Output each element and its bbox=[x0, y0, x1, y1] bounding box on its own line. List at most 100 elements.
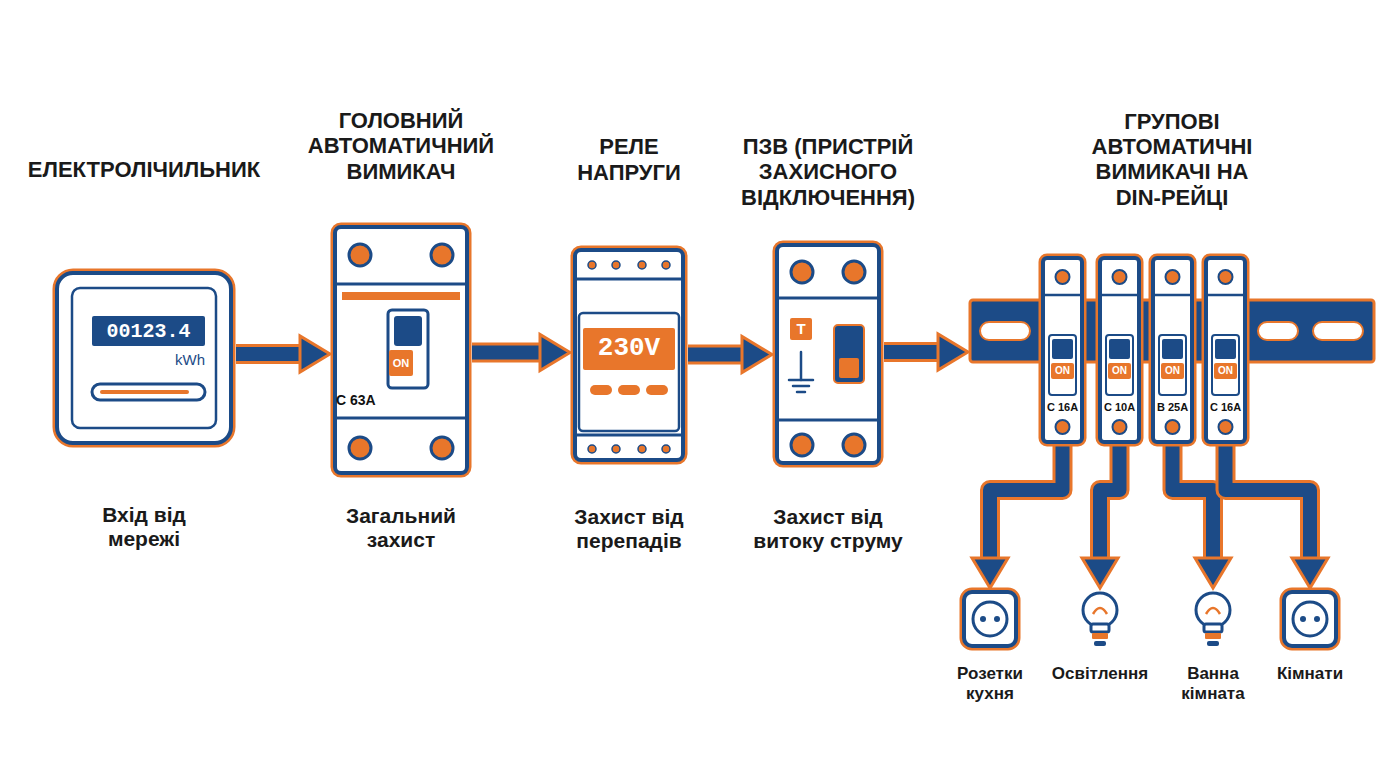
shape-part bbox=[1094, 641, 1106, 646]
shape-part bbox=[388, 310, 428, 388]
shape-part bbox=[1092, 633, 1108, 639]
arrow-outline bbox=[884, 342, 940, 362]
device-heading: ПЗВ (ПРИСТРІЙ ЗАХИСНОГО ВІДКЛЮЧЕННЯ) bbox=[741, 134, 915, 210]
group-breaker: ONC 16A bbox=[1203, 255, 1248, 445]
shape-part bbox=[1043, 258, 1082, 442]
socket-load: Розетки кухня bbox=[960, 588, 1020, 650]
din-rail-group: ГРУПОВІ АВТОМАТИЧНІ ВИМИКАЧІ НА DIN-РЕЙЦ… bbox=[968, 250, 1376, 450]
shape-part bbox=[342, 292, 460, 300]
flow-arrow bbox=[1082, 445, 1120, 588]
arrow-head bbox=[1082, 558, 1118, 588]
arrow-outline bbox=[1173, 445, 1214, 560]
shape-part bbox=[1206, 258, 1245, 442]
flow-arrow bbox=[972, 445, 1063, 588]
shape-part bbox=[1206, 258, 1245, 442]
breaker-drawing bbox=[1040, 255, 1085, 445]
switch-state: ON bbox=[1051, 363, 1074, 379]
switch-state: ON bbox=[1214, 363, 1237, 379]
group-breaker: ONB 25A bbox=[1150, 255, 1195, 445]
shape-part bbox=[579, 313, 679, 431]
arrow-shaft bbox=[884, 345, 940, 359]
shape-part bbox=[92, 384, 205, 400]
terminal-screw bbox=[431, 437, 453, 459]
shape-part bbox=[1100, 258, 1139, 442]
terminal-screw bbox=[1166, 420, 1180, 434]
terminal-screw bbox=[1113, 420, 1127, 434]
shape-part bbox=[57, 273, 231, 443]
bulb-filament bbox=[1206, 608, 1220, 614]
device-caption: Захист від витоку струму bbox=[743, 505, 913, 553]
main-breaker: ГОЛОВНИЙ АВТОМАТИЧНИЙ ВИМИКАЧONC 63AЗага… bbox=[330, 222, 472, 478]
shape-part bbox=[1204, 624, 1222, 632]
line-part bbox=[779, 419, 877, 422]
arrow-shaft bbox=[1173, 445, 1214, 560]
line-part bbox=[800, 352, 803, 380]
shape-part bbox=[1153, 258, 1192, 442]
shape-part bbox=[1106, 335, 1133, 395]
shape-part bbox=[1162, 339, 1183, 359]
device-caption: Ванна кімната bbox=[1168, 664, 1258, 703]
terminal-screw bbox=[431, 244, 453, 266]
breaker-rating: C 10A bbox=[1097, 399, 1142, 415]
shape-part bbox=[1205, 633, 1221, 639]
device-caption: Загальний захист bbox=[336, 504, 466, 552]
line-part bbox=[577, 434, 681, 437]
line-part bbox=[1208, 294, 1243, 297]
arrow-head bbox=[300, 336, 330, 372]
group-breaker: ON C 10A bbox=[1097, 255, 1142, 445]
breaker-drawing bbox=[1150, 255, 1195, 445]
voltage-relay: РЕЛЕ НАПРУГИ230VЗахист від перепадів bbox=[570, 245, 688, 465]
shape-part bbox=[1215, 339, 1236, 359]
arrow-shaft bbox=[236, 347, 302, 361]
bathroom-load: Ванна кімната bbox=[1188, 588, 1238, 650]
breaker-rating: C 63A bbox=[336, 390, 416, 410]
device-caption: Захист від перепадів bbox=[559, 505, 699, 553]
terminal-screw bbox=[349, 437, 371, 459]
switch-state: ON bbox=[1108, 363, 1131, 379]
arrow-head bbox=[742, 337, 772, 373]
terminal-screw bbox=[994, 616, 1000, 622]
shape-part bbox=[1052, 339, 1073, 359]
terminal-screw bbox=[1196, 593, 1230, 627]
shape-part bbox=[1258, 322, 1298, 340]
breaker-drawing bbox=[1203, 255, 1248, 445]
shape-part bbox=[646, 385, 668, 395]
terminal-screw bbox=[980, 616, 986, 622]
shape-part bbox=[839, 358, 859, 378]
shape-part bbox=[1153, 258, 1192, 442]
terminal-screw bbox=[638, 445, 646, 453]
meter-drawing bbox=[52, 268, 236, 448]
bulb-drawing bbox=[1075, 588, 1125, 650]
shape-part bbox=[618, 385, 640, 395]
terminal-screw bbox=[638, 261, 646, 269]
arrow-outline bbox=[990, 445, 1063, 560]
switch-state: ON bbox=[1161, 363, 1184, 379]
flow-arrow bbox=[688, 337, 772, 373]
rcd-device: ПЗВ (ПРИСТРІЙ ЗАХИСНОГО ВІДКЛЮЧЕННЯ)TЗах… bbox=[772, 240, 884, 468]
terminal-screw bbox=[791, 261, 813, 283]
voltage-display: 230V bbox=[583, 328, 675, 370]
device-heading: РЕЛЕ НАПРУГИ bbox=[577, 134, 681, 185]
terminal-screw bbox=[1166, 270, 1180, 284]
shape-part bbox=[1207, 641, 1219, 646]
shape-part bbox=[1049, 335, 1076, 395]
terminal-screw bbox=[662, 261, 670, 269]
flow-arrow bbox=[472, 335, 570, 371]
shape-part bbox=[394, 316, 422, 346]
shape-part bbox=[575, 250, 683, 460]
arrow-outline bbox=[236, 344, 302, 364]
terminal-screw bbox=[1300, 616, 1306, 622]
terminal-screw bbox=[1083, 593, 1117, 627]
line-part bbox=[337, 283, 465, 286]
terminal-screw bbox=[843, 434, 865, 456]
rooms-load: Кімнати bbox=[1280, 588, 1340, 650]
device-heading: ГОЛОВНИЙ АВТОМАТИЧНИЙ ВИМИКАЧ bbox=[308, 108, 494, 184]
shape-part bbox=[1159, 335, 1186, 395]
arrow-head bbox=[1195, 558, 1231, 588]
shape-part bbox=[72, 288, 216, 428]
line-part bbox=[793, 385, 809, 388]
line-part bbox=[789, 379, 813, 382]
shape-part bbox=[335, 227, 467, 473]
flow-arrow bbox=[1226, 445, 1329, 588]
terminal-screw bbox=[1113, 270, 1127, 284]
